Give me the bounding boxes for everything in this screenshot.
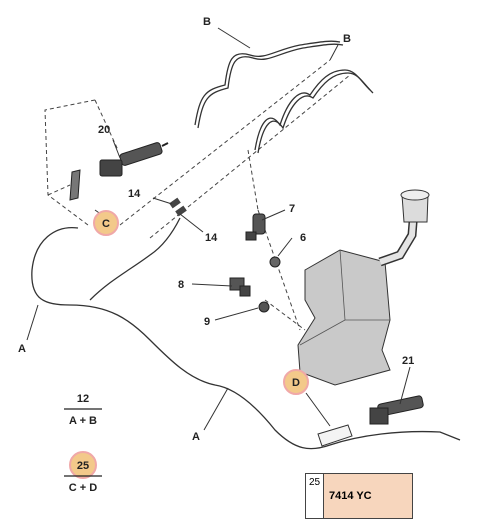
- washer-reservoir: [297, 189, 430, 386]
- reference-table: 25 7414 YC: [305, 473, 413, 519]
- label-pump-7: 7: [289, 203, 295, 215]
- pump-20: [99, 142, 169, 177]
- label-seal-6: 6: [300, 232, 306, 244]
- dashed-leader: [119, 59, 351, 331]
- label-clip-14b: 14: [205, 232, 218, 244]
- formula-25-expression: C + D: [69, 482, 97, 494]
- callout-c-highlight: [93, 210, 119, 236]
- label-pump-20: 20: [98, 124, 110, 136]
- label-callout-c: C: [102, 218, 110, 230]
- hose-b-upper: [194, 40, 341, 126]
- connector-9: [258, 301, 270, 313]
- pump-21: [369, 395, 424, 425]
- label-hose-a2: A: [192, 431, 200, 443]
- nozzle-c: [69, 169, 81, 201]
- label-hose-b1: B: [203, 16, 211, 28]
- label-pump-21: 21: [402, 355, 414, 367]
- label-conn-9: 9: [204, 316, 210, 328]
- label-hose-b2: B: [343, 33, 351, 45]
- label-conn-8: 8: [178, 279, 184, 291]
- formula-12-expression: A + B: [69, 415, 97, 427]
- pump-7: [245, 213, 266, 241]
- reference-number: 25: [305, 473, 324, 519]
- clips-14: [169, 197, 187, 217]
- hose-a-2: [89, 217, 181, 301]
- formula-25: 25 C + D: [64, 460, 102, 494]
- hose-b-lower: [254, 69, 371, 151]
- label-hose-a1: A: [18, 343, 26, 355]
- callout-d-highlight: [283, 369, 309, 395]
- hose-b-lower-2: [257, 72, 374, 154]
- seal-6: [269, 256, 281, 268]
- formula-25-highlight: [69, 451, 97, 479]
- formula-12: 12 A + B: [64, 393, 102, 427]
- formula-12-number: 12: [77, 393, 89, 405]
- label-clip-14a: 14: [128, 188, 141, 200]
- label-callout-d: D: [292, 377, 300, 389]
- reference-code: 7414 YC: [323, 473, 413, 519]
- hose-b-upper-2: [197, 43, 344, 129]
- nozzle-d: [317, 424, 353, 447]
- connector-8: [229, 277, 251, 297]
- formula-25-number: 25: [77, 460, 89, 472]
- hose-a: [31, 227, 461, 450]
